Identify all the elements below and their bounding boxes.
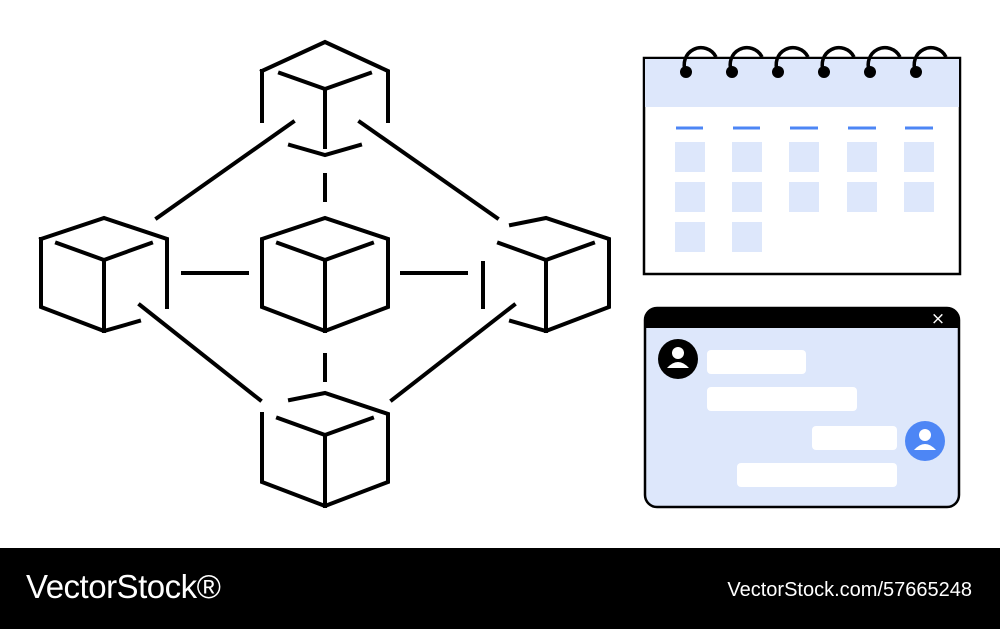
cube-icon — [260, 390, 390, 509]
ring-hole — [818, 66, 830, 78]
close-icon: × — [931, 309, 945, 329]
day-cell — [675, 222, 705, 252]
cube-icon — [481, 215, 611, 334]
link-right-bottom — [389, 302, 517, 403]
day-cell — [904, 182, 934, 212]
brand-logo: VectorStock® — [26, 568, 221, 605]
cube-icon — [259, 39, 390, 158]
ring-icon — [728, 46, 764, 73]
day-cell — [675, 182, 705, 212]
ring-icon — [820, 46, 856, 73]
chat-messages — [707, 350, 897, 487]
chat-window-titlebar — [645, 308, 959, 328]
ring-hole — [680, 66, 692, 78]
ring-icon — [774, 46, 810, 73]
day-cell — [732, 182, 762, 212]
cube-icon — [38, 215, 169, 334]
watermark-footer: VectorStock® VectorStock.com/57665248 — [0, 548, 1000, 629]
day-cell — [904, 142, 934, 172]
day-cell — [732, 142, 762, 172]
message-bubble — [737, 463, 897, 487]
image-id-label: VectorStock.com/57665248 — [727, 579, 972, 601]
ring-icon — [682, 46, 718, 73]
day-cell — [847, 142, 877, 172]
ring-hole — [772, 66, 784, 78]
avatar-icon — [905, 421, 945, 461]
day-cell — [732, 222, 762, 252]
calendar-header — [645, 59, 959, 107]
day-cell — [675, 142, 705, 172]
message-bubble — [707, 350, 806, 374]
ring-icon — [866, 46, 902, 73]
calendar-day-cells — [675, 142, 934, 252]
blockchain-network — [38, 39, 611, 509]
ring-hole — [864, 66, 876, 78]
avatar-icon — [658, 339, 698, 379]
day-cell — [789, 142, 819, 172]
ring-hole — [910, 66, 922, 78]
chat-window-icon: × — [643, 306, 961, 509]
link-top-right — [357, 119, 500, 221]
message-bubble — [812, 426, 897, 450]
calendar-ring-holes — [680, 66, 922, 78]
cube-icon — [260, 215, 390, 334]
day-cell — [847, 182, 877, 212]
network-links — [137, 119, 517, 403]
ring-icon — [912, 46, 948, 73]
link-top-left — [154, 119, 296, 221]
calendar-rings — [682, 46, 948, 73]
day-cell — [789, 182, 819, 212]
ring-hole — [726, 66, 738, 78]
calendar-icon — [642, 46, 962, 276]
message-bubble — [707, 387, 857, 411]
link-left-bottom — [137, 302, 263, 403]
illustration: × — [38, 39, 962, 509]
